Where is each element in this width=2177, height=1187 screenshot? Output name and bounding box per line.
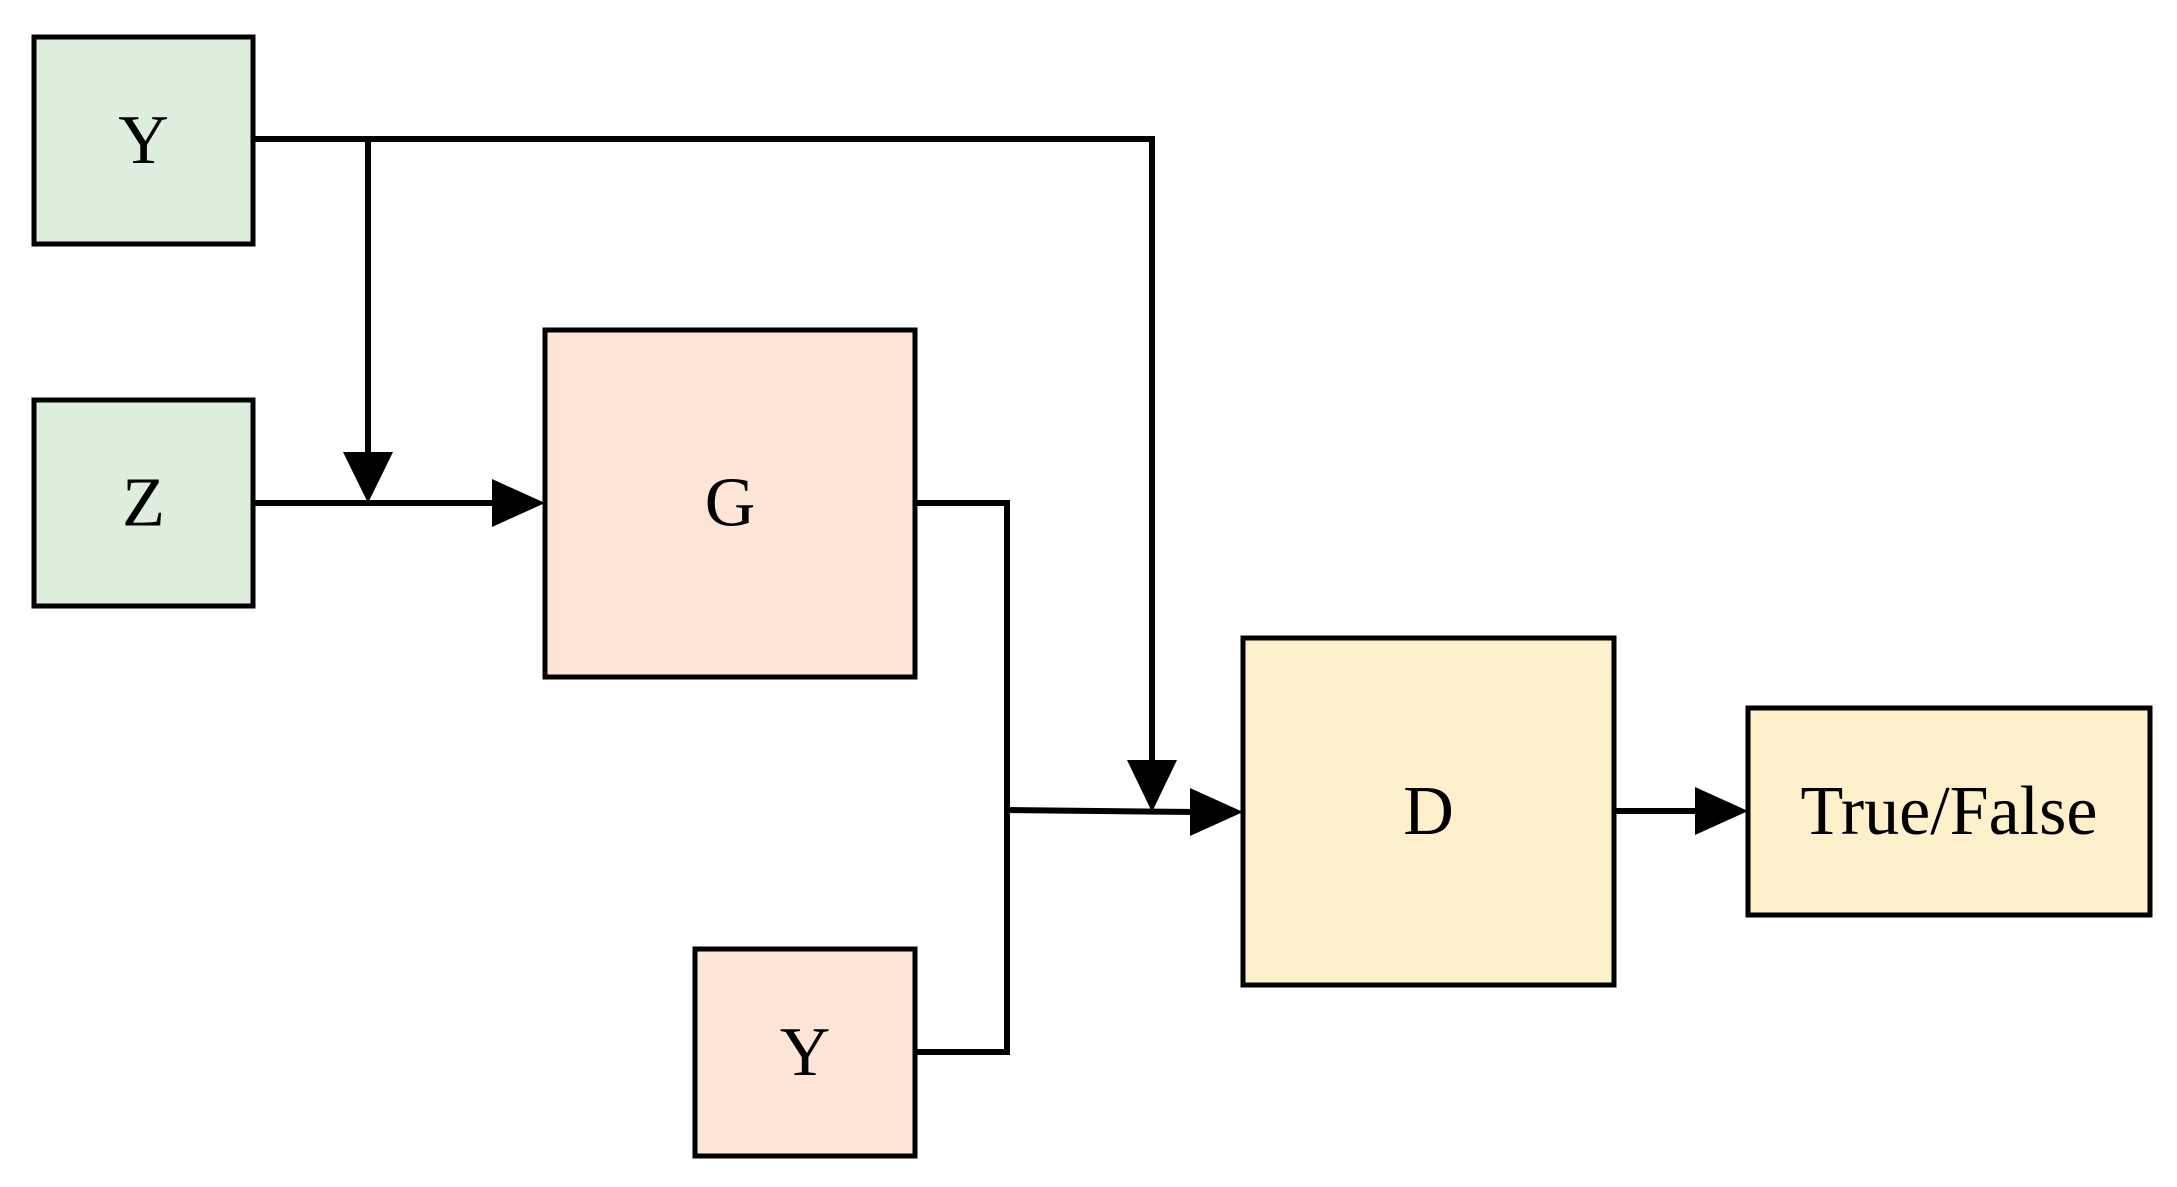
arrowhead-down-into-z-line bbox=[343, 452, 393, 503]
node-g: G bbox=[542, 327, 918, 680]
edge-y-top-to-d bbox=[253, 136, 1155, 780]
arrowhead-down-into-d-line bbox=[1127, 760, 1177, 812]
node-y-top-label: Y bbox=[118, 102, 169, 179]
node-output-label: True/False bbox=[1801, 773, 2098, 850]
node-d: D bbox=[1240, 635, 1617, 988]
edge-g-to-merge bbox=[915, 500, 1010, 1055]
node-g-box bbox=[542, 327, 918, 680]
node-y-bottom: Y bbox=[692, 946, 918, 1159]
node-output-box bbox=[1745, 705, 2153, 918]
node-g-label: G bbox=[705, 465, 756, 542]
arrowhead-into-d bbox=[1190, 788, 1243, 836]
arrowhead-into-output bbox=[1695, 787, 1748, 835]
edge-merge-to-d bbox=[1006, 807, 1197, 815]
node-y-bottom-box bbox=[692, 946, 918, 1159]
node-output: True/False bbox=[1745, 705, 2153, 918]
node-z: Z bbox=[31, 397, 256, 609]
edges bbox=[253, 136, 1700, 1055]
node-d-box bbox=[1240, 635, 1617, 988]
node-y-top-box bbox=[31, 34, 256, 247]
node-z-box bbox=[31, 397, 256, 609]
node-y-bottom-label: Y bbox=[780, 1014, 831, 1091]
arrowheads bbox=[343, 452, 1748, 836]
node-z-label: Z bbox=[122, 465, 165, 542]
node-y-top: Y bbox=[31, 34, 256, 247]
arrowhead-into-g bbox=[492, 479, 545, 527]
node-d-label: D bbox=[1403, 773, 1454, 850]
